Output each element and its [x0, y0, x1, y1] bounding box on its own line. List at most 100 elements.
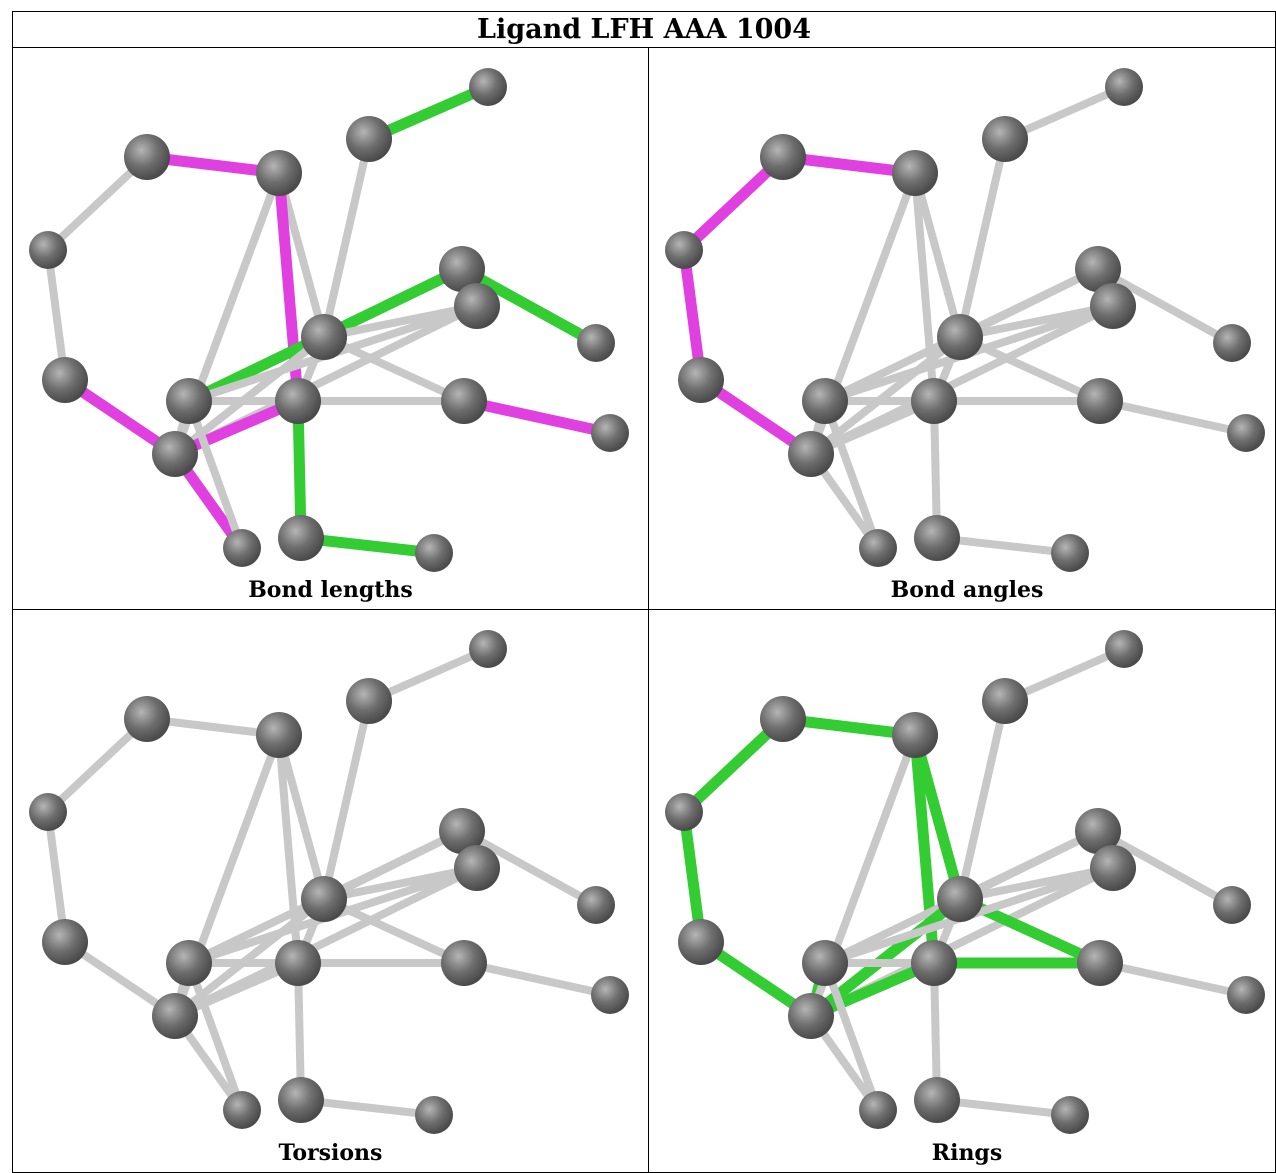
atom [982, 678, 1028, 724]
atom [1077, 940, 1123, 986]
atom [911, 378, 957, 424]
atom [275, 940, 321, 986]
atom [278, 1077, 324, 1123]
panel-bond-lengths: Bond lengths [13, 48, 649, 610]
atom [859, 1091, 897, 1129]
atom [760, 134, 806, 180]
bond [185, 959, 246, 1114]
molecule-view-rings [665, 630, 1265, 1134]
bond [320, 135, 373, 341]
bond [821, 959, 882, 1114]
atom [469, 630, 507, 668]
atom [469, 68, 507, 106]
bond [275, 731, 328, 903]
atom [346, 678, 392, 724]
atoms [29, 68, 629, 572]
atom [937, 876, 983, 922]
atom [591, 414, 629, 452]
atom [441, 940, 487, 986]
atom [678, 357, 724, 403]
atom [914, 515, 960, 561]
panel-caption: Torsions [278, 1140, 383, 1166]
atom [802, 378, 848, 424]
atom [1075, 808, 1121, 854]
atom [439, 246, 485, 292]
atom [223, 529, 261, 567]
atom [1051, 1096, 1089, 1134]
bond [1094, 827, 1236, 909]
atom [1213, 886, 1251, 924]
atom [591, 976, 629, 1014]
panel-torsions: Torsions [13, 610, 649, 1172]
atom [760, 696, 806, 742]
atom [859, 529, 897, 567]
atom [788, 431, 834, 477]
bond [821, 397, 882, 552]
atom [678, 919, 724, 965]
atom [166, 940, 212, 986]
atom [124, 134, 170, 180]
panel-caption: Rings [931, 1140, 1003, 1166]
panel-caption: Bond lengths [248, 577, 413, 603]
atom [1105, 68, 1143, 106]
atom [982, 116, 1028, 162]
atom [301, 314, 347, 360]
atom [1227, 414, 1265, 452]
atom [152, 431, 198, 477]
atom [346, 116, 392, 162]
atom [42, 919, 88, 965]
atom [1090, 283, 1136, 329]
bond [956, 697, 1009, 903]
atom [415, 1096, 453, 1134]
figure: Ligand LFH AAA 1004 Bond lengths Bond an… [12, 11, 1276, 1173]
atom [1090, 845, 1136, 891]
atom [42, 357, 88, 403]
bonds [678, 645, 1250, 1119]
atom [152, 993, 198, 1039]
atom [914, 1077, 960, 1123]
atom [577, 324, 615, 362]
panel-caption: Bond angles [890, 577, 1044, 603]
molecule-view-torsions [29, 630, 629, 1134]
bond-highlight-magenta [458, 395, 616, 439]
bond [911, 169, 964, 341]
atom [892, 712, 938, 758]
atom [223, 1091, 261, 1129]
molecule-view-bond-lengths [29, 68, 629, 572]
atom [1051, 534, 1089, 572]
atoms [29, 630, 629, 1134]
atom [665, 793, 703, 831]
atom [256, 150, 302, 196]
atoms [665, 630, 1265, 1134]
figure-title: Ligand LFH AAA 1004 [13, 12, 1275, 48]
molecule-view-bond-angles [665, 68, 1265, 572]
atom [665, 231, 703, 269]
atom [124, 696, 170, 742]
atom [29, 231, 67, 269]
atom [802, 940, 848, 986]
atom [454, 845, 500, 891]
atom [1227, 976, 1265, 1014]
atom [937, 314, 983, 360]
bond [458, 827, 600, 909]
bond [1094, 265, 1236, 347]
panel-bond-angles: Bond angles [649, 48, 1276, 610]
atom [439, 808, 485, 854]
panel-rings: Rings [649, 610, 1276, 1172]
atom [441, 378, 487, 424]
atom [1105, 630, 1143, 668]
atom [911, 940, 957, 986]
bond [1096, 959, 1250, 999]
atom [301, 876, 347, 922]
bond [185, 397, 246, 552]
atom [788, 993, 834, 1039]
atom [577, 886, 615, 924]
atom [275, 378, 321, 424]
atom [1075, 246, 1121, 292]
bond [320, 697, 373, 903]
atom [892, 150, 938, 196]
atom [278, 515, 324, 561]
atom [1077, 378, 1123, 424]
atom [166, 378, 212, 424]
atoms [665, 68, 1265, 572]
